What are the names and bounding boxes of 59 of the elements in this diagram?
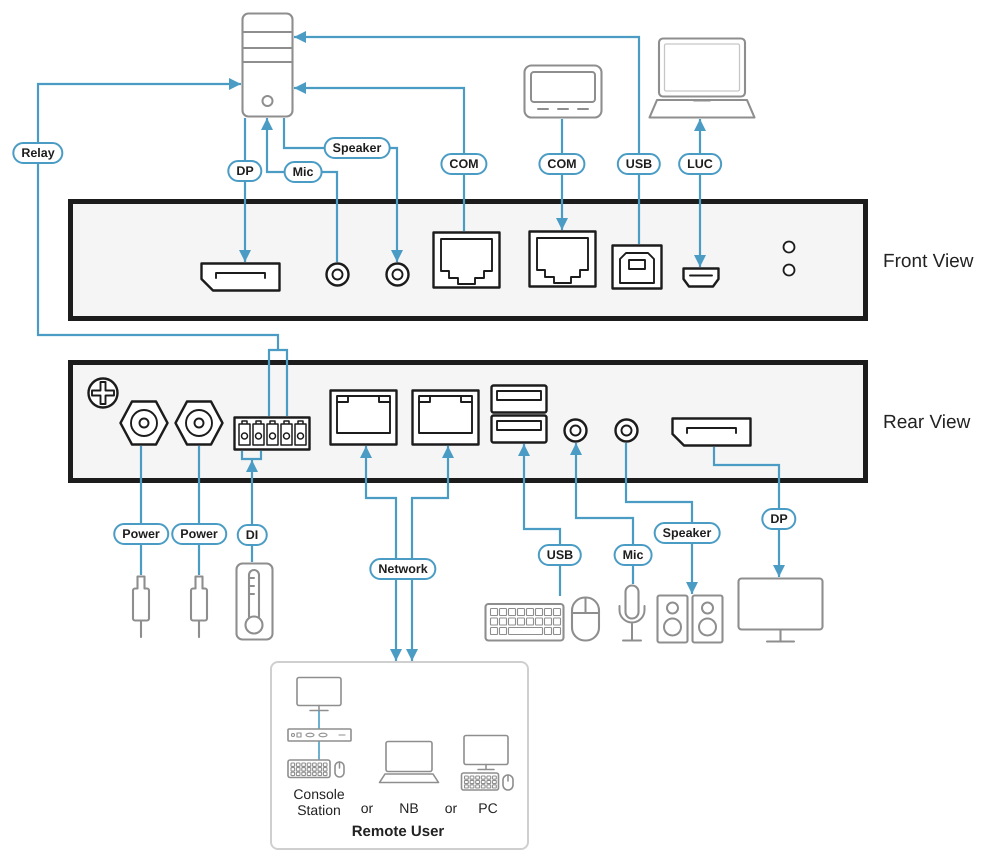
cable-label: Speaker: [324, 137, 390, 159]
speakers-icon: [656, 594, 724, 644]
cable-label: Network: [369, 558, 437, 580]
view-title: Rear View: [883, 412, 970, 434]
dc-power-jack-icon: [174, 400, 224, 446]
displayport-socket-icon: [200, 262, 281, 292]
cable-label: DP: [227, 160, 263, 182]
rj45-port-icon: [432, 231, 501, 289]
lan-port-icon: [411, 389, 480, 446]
cable-arrow: [624, 443, 698, 594]
thermometer-icon: [235, 562, 274, 641]
displayport-socket-icon: [671, 417, 752, 447]
rj45-port-icon: [528, 230, 597, 288]
cable-label: DP: [761, 508, 797, 530]
cable-label: Power: [171, 523, 227, 545]
serial-terminal-icon: [523, 64, 603, 119]
microphone-icon: [617, 584, 647, 643]
device-caption: NB: [399, 800, 419, 816]
device-caption: Console Station: [292, 786, 346, 818]
cable-arrow: [36, 78, 288, 418]
dc-power-jack-icon: [119, 400, 169, 446]
power-plug-icon: [189, 575, 209, 638]
cable-label: DI: [236, 524, 268, 546]
cable-label: LUC: [678, 153, 722, 175]
cable-arrow: [294, 31, 640, 244]
device-caption: PC: [478, 800, 498, 816]
cable-label: Relay: [12, 142, 64, 164]
keyboard-mouse-icon: [484, 596, 601, 642]
cable-label: Power: [113, 523, 169, 545]
audio-jack-icon: [385, 262, 410, 287]
cable-label: COM: [538, 153, 586, 175]
separator-text: or: [444, 800, 458, 816]
usb-b-port-icon: [611, 244, 663, 290]
view-title: Front View: [883, 251, 974, 273]
separator-text: or: [360, 800, 374, 816]
audio-jack-icon: [614, 418, 639, 443]
usb-a-ports-icon: [490, 384, 548, 444]
audio-jack-icon: [325, 262, 350, 287]
cable-label: USB: [616, 153, 662, 175]
cable-label: Speaker: [654, 522, 720, 544]
monitor-icon: [737, 577, 824, 643]
cable-label: Mic: [614, 544, 652, 566]
double-headed-cable-arrow: [406, 446, 454, 661]
cable-label: USB: [538, 544, 582, 566]
terminal-block-icon: [233, 416, 311, 451]
group-title: Remote User: [352, 823, 444, 841]
cable-arrow: [518, 444, 562, 596]
cable-label: COM: [440, 153, 488, 175]
cable-arrow: [294, 82, 466, 231]
micro-usb-port-icon: [682, 267, 720, 288]
remote-user-panel: [270, 661, 529, 850]
cable-label: Mic: [284, 161, 322, 183]
audio-jack-icon: [563, 418, 588, 443]
lan-port-icon: [329, 389, 398, 446]
cable-arrow: [712, 447, 785, 577]
laptop-icon: [648, 37, 756, 119]
power-plug-icon: [131, 575, 151, 638]
double-headed-cable-arrow: [360, 446, 402, 661]
desktop-tower-icon: [241, 12, 294, 118]
